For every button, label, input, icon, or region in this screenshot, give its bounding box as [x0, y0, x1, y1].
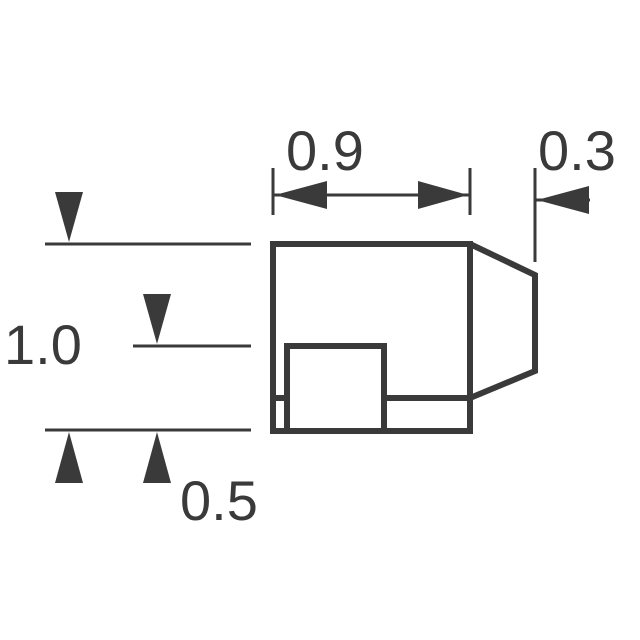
- arrowhead-lower: [143, 432, 171, 483]
- dimension-label-height-total: 1.0: [4, 313, 82, 376]
- arrowhead-bottom: [55, 432, 83, 483]
- dimension-height-total: 1.0: [4, 192, 251, 483]
- dimension-width-top: 0.9: [271, 119, 472, 215]
- dimension-label-width-side: 0.3: [538, 119, 616, 182]
- dimension-height-lower: 0.5: [133, 294, 258, 532]
- arrowhead-right: [418, 181, 468, 209]
- terminal-pad: [284, 343, 387, 434]
- arrowhead-side: [537, 186, 589, 214]
- component-body: [270, 241, 538, 434]
- arrowhead-left: [275, 181, 327, 209]
- dimension-label-width-top: 0.9: [286, 119, 364, 182]
- dimension-width-side: 0.3: [533, 119, 616, 262]
- dimension-label-height-lower: 0.5: [180, 469, 258, 532]
- arrowhead-top: [55, 192, 83, 242]
- body-main-outline: [270, 241, 473, 434]
- body-side-taper: [468, 241, 538, 401]
- arrowhead-mid: [143, 294, 171, 344]
